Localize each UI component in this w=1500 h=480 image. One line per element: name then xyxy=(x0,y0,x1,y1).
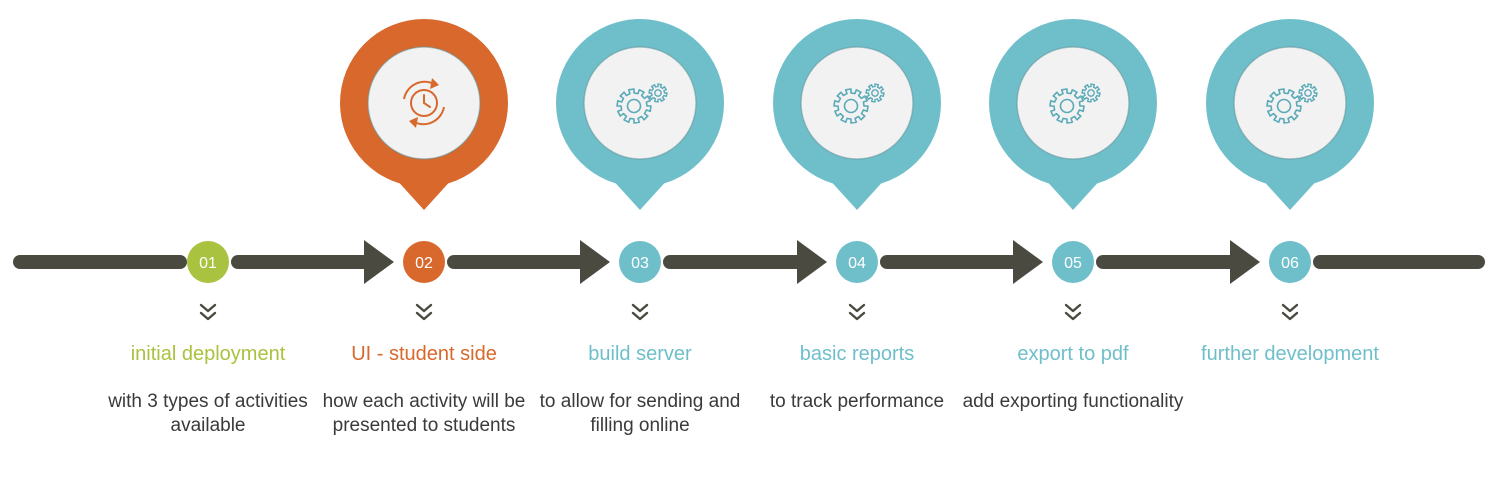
timeline-step-05: 05 xyxy=(989,19,1157,321)
timeline-segment xyxy=(231,240,394,284)
gears-icon xyxy=(1266,83,1318,124)
chevron-down-icon xyxy=(1281,303,1299,321)
gears-icon xyxy=(616,83,668,124)
step-title: further development xyxy=(1201,343,1379,365)
step-number: 01 xyxy=(199,255,217,272)
chevron-down-icon xyxy=(631,303,649,321)
step-number: 05 xyxy=(1064,255,1082,272)
step-number: 02 xyxy=(415,255,433,272)
arrow-head-icon xyxy=(1013,240,1043,284)
timeline-step-03: 03 xyxy=(556,19,724,321)
step-description: add exporting functionality xyxy=(962,391,1184,412)
step-number-badge: 01 xyxy=(187,241,229,283)
map-pin-marker xyxy=(556,19,724,210)
step-description: to allow for sending and filling online xyxy=(539,391,741,436)
timeline-step-02: 02 xyxy=(340,19,508,321)
step-number: 06 xyxy=(1281,255,1299,272)
timeline-step-01: 01 xyxy=(187,241,229,321)
map-pin-marker xyxy=(340,19,508,210)
gears-icon xyxy=(833,83,885,124)
step-number-badge: 05 xyxy=(1052,241,1094,283)
step-number: 04 xyxy=(848,255,866,272)
timeline-step-06: 06 xyxy=(1206,19,1374,321)
step-description: with 3 types of activities available xyxy=(108,391,308,436)
chevron-down-icon xyxy=(415,303,433,321)
step-description: how each activity will be presented to s… xyxy=(322,391,526,436)
step-title: build server xyxy=(588,343,692,365)
arrow-head-icon xyxy=(1230,240,1260,284)
chevron-down-icon xyxy=(848,303,866,321)
step-description: to track performance xyxy=(769,391,945,412)
step-title: export to pdf xyxy=(1017,343,1129,365)
arrow-head-icon xyxy=(364,240,394,284)
step-number-badge: 03 xyxy=(619,241,661,283)
chevron-down-icon xyxy=(199,303,217,321)
timeline-segment xyxy=(880,240,1043,284)
step-number-badge: 04 xyxy=(836,241,878,283)
step-title: basic reports xyxy=(799,343,915,365)
timeline-step-04: 04 xyxy=(773,19,941,321)
clock-refresh-icon xyxy=(403,78,445,128)
step-number-badge: 06 xyxy=(1269,241,1311,283)
timeline-segment xyxy=(663,240,827,284)
map-pin-marker xyxy=(1206,19,1374,210)
map-pin-marker xyxy=(989,19,1157,210)
arrow-head-icon xyxy=(580,240,610,284)
step-number-badge: 02 xyxy=(403,241,445,283)
step-title: initial deployment xyxy=(130,343,286,365)
arrow-head-icon xyxy=(797,240,827,284)
chevron-down-icon xyxy=(1064,303,1082,321)
gears-icon xyxy=(1049,83,1101,124)
timeline-segment xyxy=(447,240,610,284)
step-number: 03 xyxy=(631,255,649,272)
map-pin-marker xyxy=(773,19,941,210)
timeline-segment xyxy=(1096,240,1260,284)
step-title: UI - student side xyxy=(351,343,497,365)
